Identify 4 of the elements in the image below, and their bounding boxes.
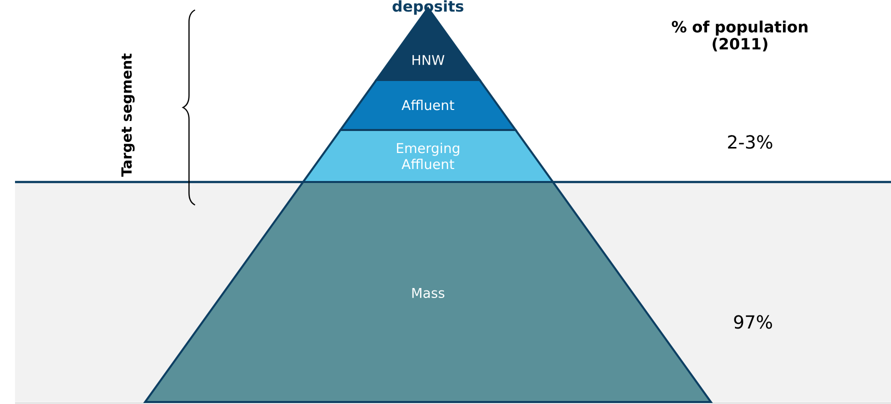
percentage-value: 2-3% <box>728 135 772 149</box>
target-segment-label: Target segment <box>121 54 135 177</box>
percentage-value: 97% <box>734 315 772 329</box>
column-heading: % of population (2011) <box>672 20 808 52</box>
